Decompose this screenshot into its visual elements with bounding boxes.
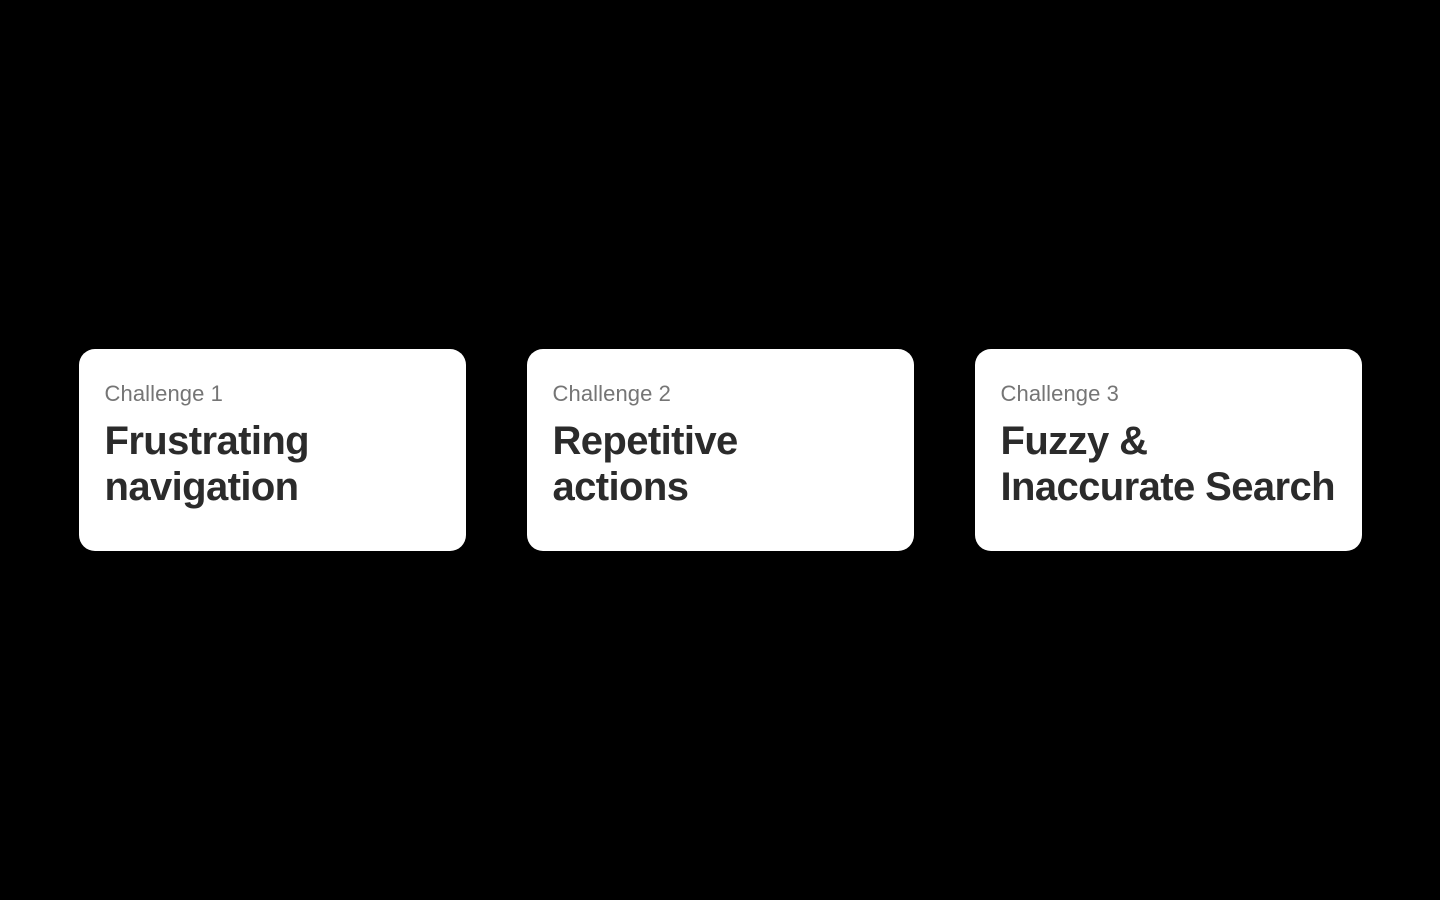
challenge-card-1: Challenge 1 Frustrating navigation — [78, 349, 466, 551]
challenge-card-row: Challenge 1 Frustrating navigation Chall… — [78, 349, 1362, 551]
challenge-1-title: Frustrating navigation — [104, 418, 310, 510]
challenge-2-title: Repetitive actions — [552, 418, 739, 510]
challenge-card-2: Challenge 2 Repetitive actions — [526, 349, 914, 551]
challenge-1-label: Challenge 1 — [104, 381, 224, 406]
challenge-3-title: Fuzzy & Inaccurate Search — [1000, 418, 1336, 510]
challenge-card-3: Challenge 3 Fuzzy & Inaccurate Search — [974, 349, 1362, 551]
challenge-2-label: Challenge 2 — [552, 381, 672, 406]
challenge-3-label: Challenge 3 — [1000, 381, 1120, 406]
